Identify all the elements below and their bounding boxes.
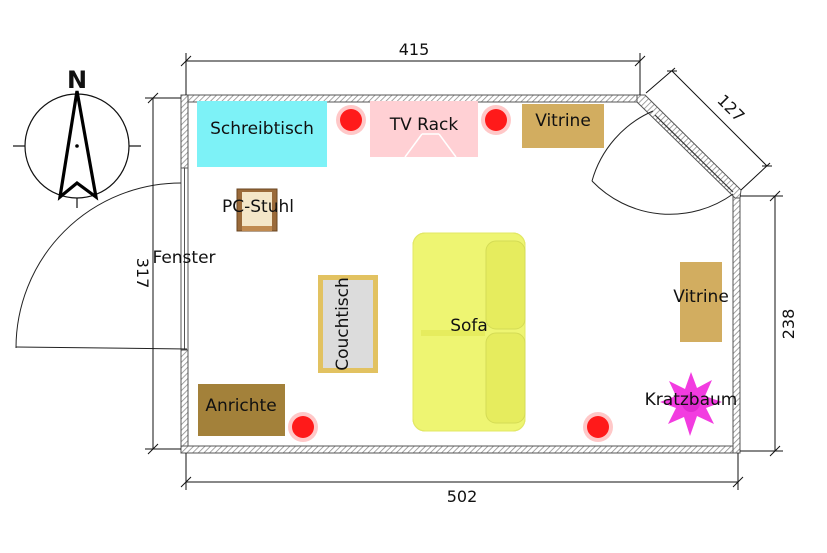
dimension-lines <box>145 53 783 490</box>
door-swing-arc <box>591 110 654 182</box>
lamps <box>288 105 613 442</box>
cat-tree-label: Kratzbaum <box>645 390 738 410</box>
cabinet-top <box>522 104 604 148</box>
compass-needle-icon <box>57 90 99 201</box>
dimension-right-label: 238 <box>779 309 798 340</box>
pc-chair-label: PC-Stuhl <box>222 197 294 217</box>
desk-label: Schreibtisch <box>210 119 314 139</box>
cabinet-right-label: Vitrine <box>673 287 729 307</box>
wall-diagonal <box>636 94 742 199</box>
lamp-icon <box>288 412 318 442</box>
wall-top <box>181 94 640 103</box>
door <box>591 110 734 215</box>
sideboard <box>198 384 285 436</box>
dimension-diagonal-label: 127 <box>713 91 748 126</box>
cat-tree-icon <box>660 372 722 436</box>
sofa <box>412 232 526 432</box>
door-leaf <box>654 114 734 193</box>
window-swing-arc <box>15 182 182 349</box>
lamp-icon <box>583 412 613 442</box>
lamp-icon <box>481 105 511 135</box>
window-label: Fenster <box>152 248 215 268</box>
compass-north-label: N <box>67 66 87 94</box>
coffee-table-label: Couchtisch <box>333 277 353 371</box>
cabinet-top-label: Vitrine <box>535 111 591 131</box>
tv-rack <box>370 101 478 157</box>
pc-chair <box>236 188 278 232</box>
wall-right <box>732 195 741 454</box>
tv-rack-label: TV Rack <box>389 115 459 135</box>
window <box>15 167 189 351</box>
dimension-top-label: 415 <box>399 40 430 59</box>
desk <box>197 101 327 167</box>
lamp-icon <box>336 105 366 135</box>
sofa-label: Sofa <box>450 316 488 336</box>
cabinet-right <box>680 262 722 342</box>
wall-bottom <box>180 445 741 454</box>
dimension-bottom-label: 502 <box>447 487 478 506</box>
window-swing-line <box>15 346 188 350</box>
compass: N <box>13 66 141 208</box>
dimension-left-label: 317 <box>133 258 152 289</box>
sideboard-label: Anrichte <box>205 396 276 416</box>
